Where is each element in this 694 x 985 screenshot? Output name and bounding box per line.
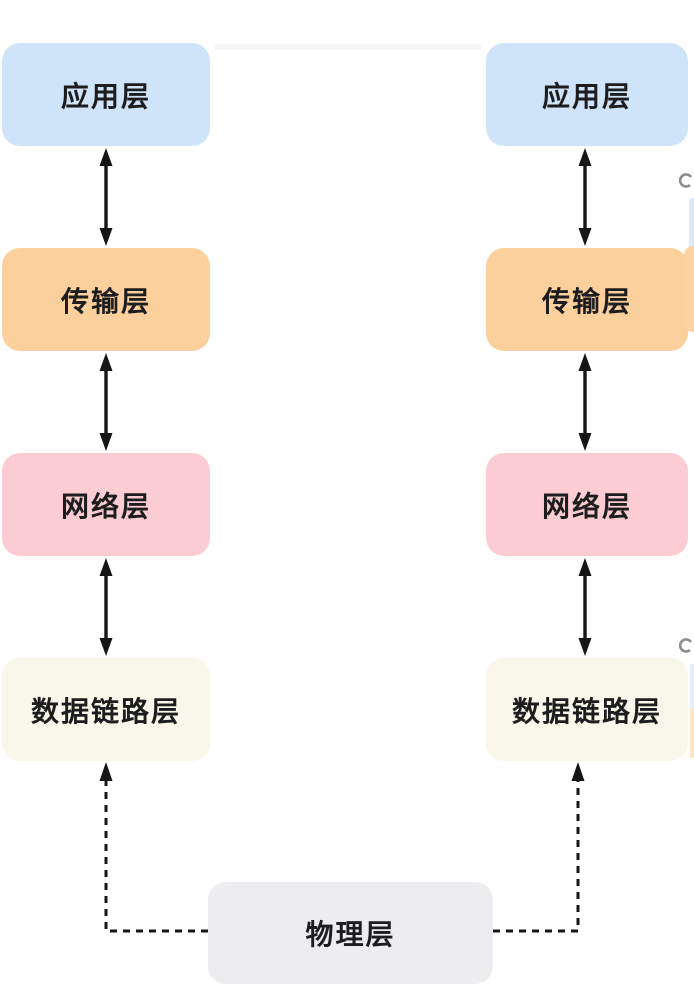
dashed-path-left <box>104 779 208 933</box>
edge-fragment-blue <box>690 664 694 708</box>
watermark-fragment-icon <box>679 638 693 653</box>
double-arrow-icon <box>99 558 113 656</box>
layer-box-application-right: 应用层 <box>486 43 688 146</box>
edge-fragment-orange <box>684 246 694 332</box>
layer-box-network-left: 网络层 <box>2 453 210 556</box>
layer-label: 传输层 <box>60 285 151 317</box>
layer-box-transport-left: 传输层 <box>2 248 210 351</box>
layer-label: 数据链路层 <box>30 695 181 727</box>
double-arrow-icon <box>99 148 113 246</box>
dashed-path-right <box>493 779 580 933</box>
double-arrow-icon <box>578 148 592 246</box>
double-arrow-icon <box>99 353 113 451</box>
edge-fragment-blue <box>689 198 694 254</box>
watermark-fragment-icon <box>679 173 693 188</box>
layer-box-datalink-right: 数据链路层 <box>486 658 688 761</box>
layer-label: 网络层 <box>60 490 151 522</box>
double-arrow-icon <box>578 558 592 656</box>
layer-label: 应用层 <box>541 80 632 112</box>
faint-artifact-band <box>214 44 482 50</box>
layer-label: 数据链路层 <box>511 695 662 727</box>
dashed-arrowhead-left-icon <box>99 762 113 781</box>
layer-box-transport-right: 传输层 <box>486 248 688 351</box>
layer-label: 应用层 <box>60 80 151 112</box>
layer-box-network-right: 网络层 <box>486 453 688 556</box>
double-arrow-icon <box>578 353 592 451</box>
layer-label: 物理层 <box>305 919 396 950</box>
edge-fragment-orange <box>690 708 694 758</box>
layer-box-datalink-left: 数据链路层 <box>2 658 210 761</box>
layer-box-physical-shared: 物理层 <box>208 882 493 984</box>
layer-box-application-left: 应用层 <box>2 43 210 146</box>
layer-label: 传输层 <box>541 285 632 317</box>
layer-label: 网络层 <box>541 490 632 522</box>
dashed-arrowhead-right-icon <box>571 762 585 781</box>
